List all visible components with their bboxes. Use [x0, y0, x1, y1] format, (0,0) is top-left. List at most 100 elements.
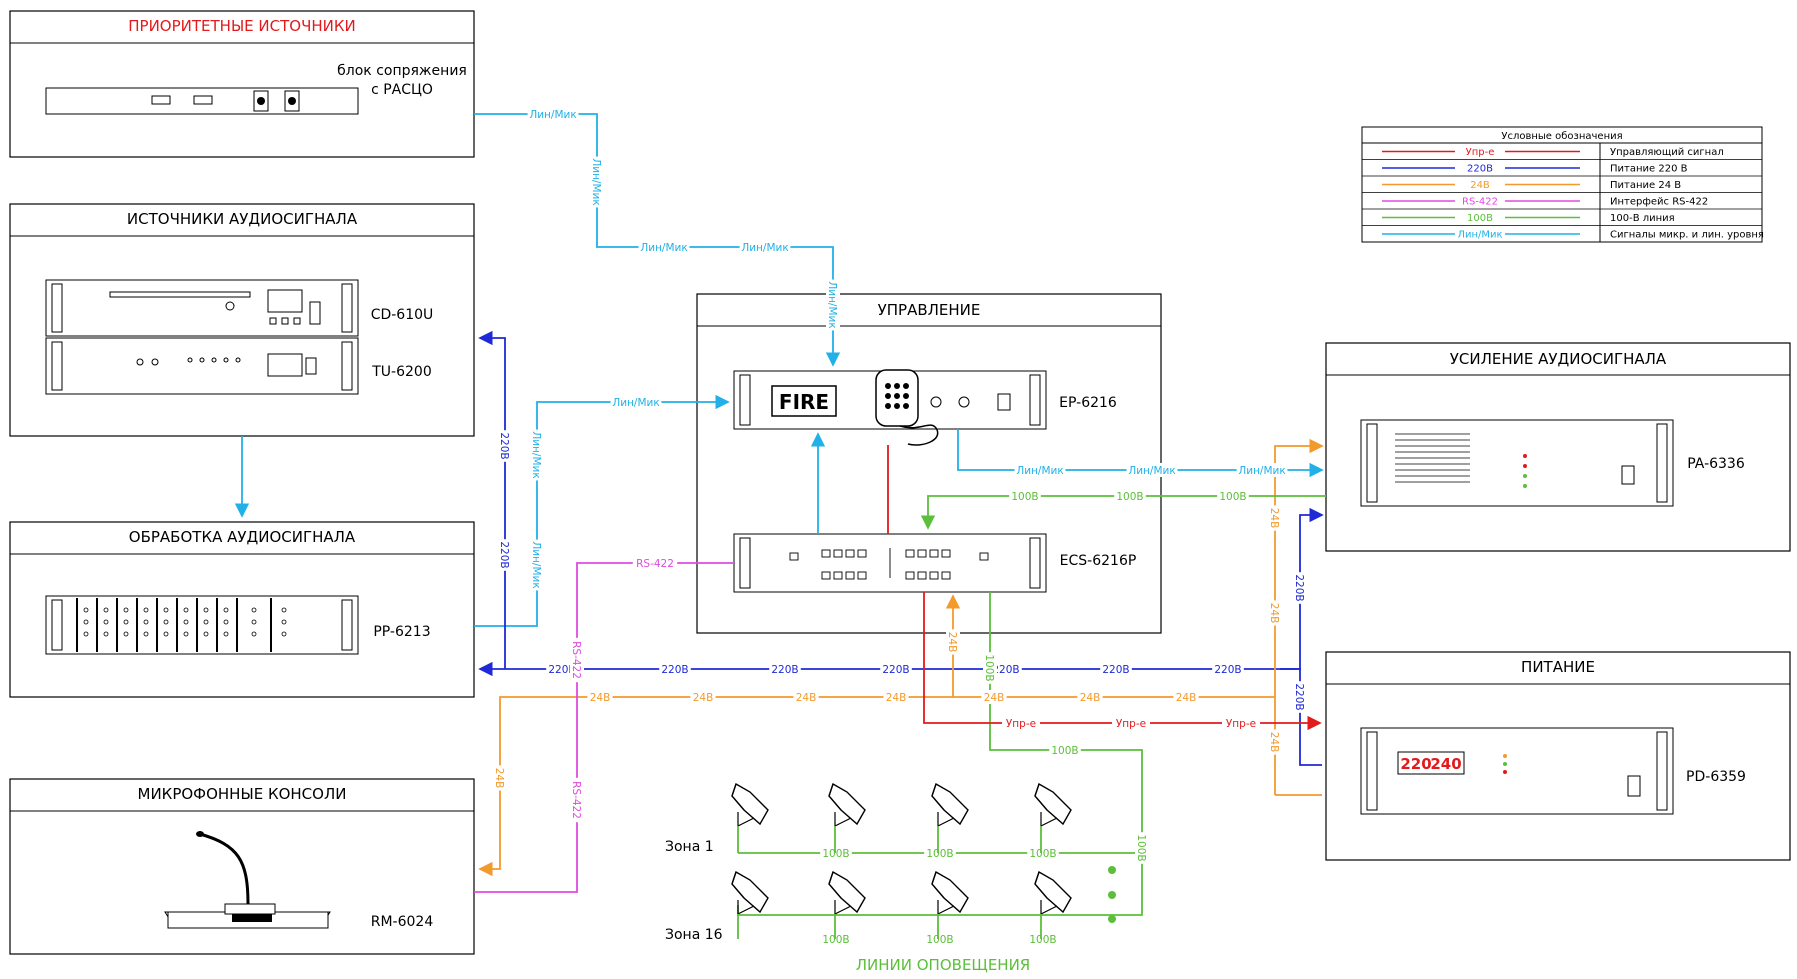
wire-24-pa: [1274, 438, 1324, 697]
wire-audio-ep-pa: [957, 429, 1324, 478]
svg-text:24В: 24В: [693, 692, 714, 704]
wire-label: 24В: [1268, 600, 1282, 626]
wire-label: 100В: [924, 846, 956, 860]
wire-label: 24В: [981, 690, 1007, 704]
svg-text:220В: 220В: [1214, 664, 1241, 676]
pa-label: PA-6336: [1687, 456, 1745, 472]
svg-text:24В: 24В: [946, 632, 958, 653]
svg-text:24В: 24В: [1268, 732, 1280, 753]
speakers: [731, 782, 1072, 939]
wire-label: 220В: [498, 430, 512, 462]
wire-label: Упр-е: [1112, 716, 1150, 730]
wire-100-pa-ecs: [920, 495, 1326, 530]
svg-text:24В: 24В: [1268, 508, 1280, 529]
legend-desc: Питание 24 В: [1610, 180, 1681, 191]
wire-label: 100В: [1217, 489, 1249, 503]
svg-text:Лин/Мик: Лин/Мик: [612, 397, 659, 409]
wire-label: 100В: [983, 652, 997, 684]
wire-label: Лин/Мик: [739, 240, 791, 254]
zone16-label: Зона 16: [665, 927, 723, 943]
wire-label: 24В: [946, 629, 960, 655]
group-priority: ПРИОРИТЕТНЫЕ ИСТОЧНИКИ блок сопряжения с…: [9, 10, 475, 158]
wire-220-sources: [478, 330, 506, 669]
svg-text:100В: 100В: [926, 848, 953, 860]
ep-label: EP-6216: [1059, 395, 1117, 411]
svg-text:220В: 220В: [661, 664, 688, 676]
wire-label: RS-422: [632, 556, 678, 570]
svg-text:100В: 100В: [1051, 745, 1078, 757]
svg-text:220В: 220В: [1293, 683, 1305, 710]
lines-caption: ЛИНИИ ОПОВЕЩЕНИЯ: [856, 956, 1030, 974]
interface-unit: [45, 87, 359, 115]
wire-label: 100В: [1049, 743, 1081, 757]
rm-label: RM-6024: [371, 914, 434, 930]
svg-text:24В: 24В: [796, 692, 817, 704]
svg-text:24В: 24В: [1268, 603, 1280, 624]
svg-text:Упр-е: Упр-е: [1226, 718, 1256, 730]
zone-dots: [1108, 866, 1116, 923]
wire-label: RS-422: [570, 777, 584, 823]
wire-label: 24В: [493, 765, 507, 791]
wire-label: 100В: [1135, 832, 1149, 864]
wire-label: 220В: [1212, 662, 1244, 676]
speaker-icon: [828, 870, 866, 939]
svg-text:100В: 100В: [1011, 491, 1038, 503]
interface-label-1: блок сопряжения: [337, 63, 467, 79]
wire-label: Лин/Мик: [610, 395, 662, 409]
svg-text:24В: 24В: [886, 692, 907, 704]
wire-label: 100В: [924, 932, 956, 946]
legend-desc: 100-В линия: [1610, 213, 1675, 224]
zone1-label: Зона 1: [665, 839, 714, 855]
pd-display-1: 220: [1400, 755, 1431, 773]
svg-text:Лин/Мик: Лин/Мик: [826, 281, 838, 328]
svg-text:24В: 24В: [493, 768, 505, 789]
svg-text:Лин/Мик: Лин/Мик: [529, 109, 576, 121]
wire-label: 220В: [880, 662, 912, 676]
svg-text:24В: 24В: [1176, 692, 1197, 704]
speaker-icon: [931, 870, 969, 939]
speaker-icon: [1034, 782, 1072, 853]
svg-text:Лин/Мик: Лин/Мик: [1128, 465, 1175, 477]
group-amp: УСИЛЕНИЕ АУДИОСИГНАЛА PA-6336: [1325, 342, 1791, 552]
pd-display-2: 240: [1430, 755, 1461, 773]
wire-label: 100В: [1009, 489, 1041, 503]
legend-code: 220В: [1467, 164, 1493, 175]
svg-text:100В: 100В: [1029, 934, 1056, 946]
power-amplifier: [1360, 419, 1674, 507]
wire-label: 24В: [690, 690, 716, 704]
cd-player: [45, 279, 359, 337]
svg-text:100В: 100В: [1029, 848, 1056, 860]
svg-text:24В: 24В: [984, 692, 1005, 704]
wire-label: 24В: [793, 690, 819, 704]
wire-label: Упр-е: [1222, 716, 1260, 730]
svg-text:100В: 100В: [822, 934, 849, 946]
wire-label: 100В: [820, 846, 852, 860]
svg-text:Лин/Мик: Лин/Мик: [1016, 465, 1063, 477]
svg-text:Упр-е: Упр-е: [1116, 718, 1146, 730]
svg-text:RS-422: RS-422: [570, 781, 582, 819]
group-sources: ИСТОЧНИКИ АУДИОСИГНАЛА CD-610U TU-6200: [9, 203, 475, 437]
wire-label: Лин/Мик: [826, 279, 840, 331]
pd-label: PD-6359: [1686, 769, 1746, 785]
svg-text:100В: 100В: [1116, 491, 1143, 503]
wire-label: 100В: [820, 932, 852, 946]
wire-label: 100В: [1114, 489, 1146, 503]
group-processing-title: ОБРАБОТКА АУДИОСИГНАЛА: [129, 528, 356, 546]
svg-text:Лин/Мик: Лин/Мик: [640, 242, 687, 254]
wire-label: 100В: [1027, 846, 1059, 860]
svg-text:100В: 100В: [1219, 491, 1246, 503]
wire-label: 24В: [1268, 505, 1282, 531]
group-processing: ОБРАБОТКА АУДИОСИГНАЛА PP-6213: [9, 521, 475, 698]
group-amp-title: УСИЛЕНИЕ АУДИОСИГНАЛА: [1450, 350, 1667, 368]
svg-text:220В: 220В: [992, 664, 1019, 676]
pd-display: [1397, 751, 1465, 775]
svg-text:220В: 220В: [548, 664, 575, 676]
cd-label: CD-610U: [371, 307, 434, 323]
group-mic-title: МИКРОФОННЫЕ КОНСОЛИ: [138, 785, 347, 803]
svg-text:220В: 220В: [882, 664, 909, 676]
group-mic: МИКРОФОННЫЕ КОНСОЛИ RM-6024: [9, 778, 475, 955]
wire-label: RS-422: [570, 637, 584, 683]
group-power: ПИТАНИЕ 220 240 PD-6359: [1325, 651, 1791, 861]
svg-text:Лин/Мик: Лин/Мик: [530, 541, 542, 588]
